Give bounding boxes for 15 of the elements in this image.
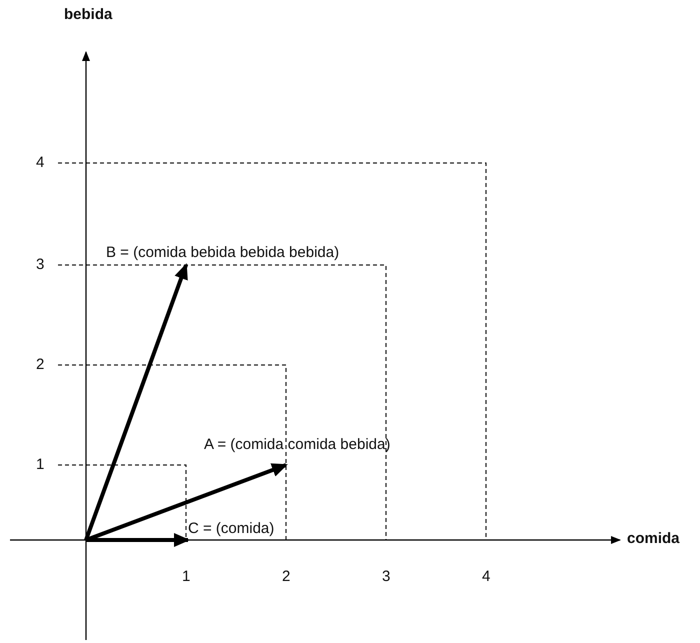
tick-label: 1 bbox=[182, 568, 190, 586]
axis-title: bebida bbox=[64, 6, 112, 24]
vector-label: B = (comida bebida bebida bebida) bbox=[106, 244, 340, 266]
tick-label: 3 bbox=[382, 568, 390, 586]
tick-label: 2 bbox=[36, 356, 44, 374]
tick-label: 2 bbox=[282, 568, 290, 586]
tick-label: 4 bbox=[482, 568, 490, 586]
vector-arrow bbox=[86, 533, 190, 547]
tick-label: 4 bbox=[36, 154, 44, 172]
vector-label: A = (comida comida bebida) bbox=[204, 436, 390, 466]
axis-title: comida bbox=[627, 530, 680, 548]
tick-label: 1 bbox=[36, 456, 44, 474]
vector-label: C = (comida) bbox=[188, 520, 274, 540]
tick-label: 3 bbox=[36, 256, 44, 274]
vector-arrow bbox=[84, 263, 188, 541]
